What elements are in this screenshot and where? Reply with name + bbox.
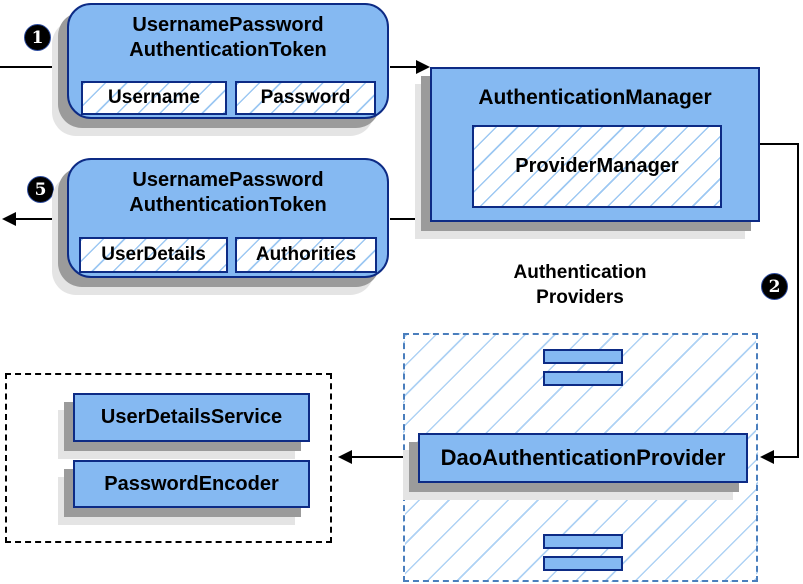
step-5-badge: 5	[27, 176, 54, 203]
connector-dao-to-services	[352, 456, 416, 458]
field-password: Password	[235, 81, 376, 115]
title-line-1: UsernamePassword	[132, 14, 324, 36]
field-authorities: Authorities	[235, 237, 377, 273]
arrow-left-icon	[760, 450, 774, 464]
connector-incoming-request	[0, 66, 67, 68]
node-result-token: UsernamePassword AuthenticationToken Use…	[67, 158, 389, 278]
label-line-2: Providers	[536, 287, 624, 308]
connector-manager-to-result	[390, 218, 430, 220]
node-user-details-service: UserDetailsService	[73, 393, 310, 442]
connector-manager-right	[760, 143, 799, 145]
provider-stack-top-bar-1	[543, 349, 623, 364]
step-2-badge: 2	[761, 273, 788, 300]
provider-stack-bottom-bar-2	[543, 556, 623, 571]
authentication-manager-title: AuthenticationManager	[478, 86, 712, 109]
label-line-1: Authentication	[513, 262, 647, 283]
node-dao-authentication-provider: DaoAuthenticationProvider	[418, 433, 748, 483]
connector-token-to-manager	[390, 66, 418, 68]
title-line-2: AuthenticationToken	[129, 39, 327, 61]
node-authentication-manager: AuthenticationManager ProviderManager	[430, 67, 760, 222]
field-username: Username	[81, 81, 227, 115]
node-request-token: UsernamePassword AuthenticationToken Use…	[67, 3, 389, 119]
field-userdetails: UserDetails	[79, 237, 228, 273]
provider-stack-top-bar-2	[543, 371, 623, 386]
provider-manager-box: ProviderManager	[472, 125, 722, 208]
arrow-left-icon	[2, 212, 16, 226]
title-line-2: AuthenticationToken	[129, 194, 327, 216]
connector-right-vertical	[797, 143, 799, 458]
node-result-token-title: UsernamePassword AuthenticationToken	[69, 160, 387, 218]
node-password-encoder: PasswordEncoder	[73, 460, 310, 508]
providers-group-label: Authentication Providers	[450, 260, 710, 310]
connector-into-providers	[774, 456, 799, 458]
arrow-right-icon	[416, 60, 430, 74]
provider-stack-bottom-bar-1	[543, 534, 623, 549]
connector-result-out	[14, 218, 67, 220]
arrow-left-icon	[338, 450, 352, 464]
step-1-badge: 1	[24, 24, 51, 51]
title-line-1: UsernamePassword	[132, 169, 324, 191]
node-request-token-title: UsernamePassword AuthenticationToken	[69, 5, 387, 63]
